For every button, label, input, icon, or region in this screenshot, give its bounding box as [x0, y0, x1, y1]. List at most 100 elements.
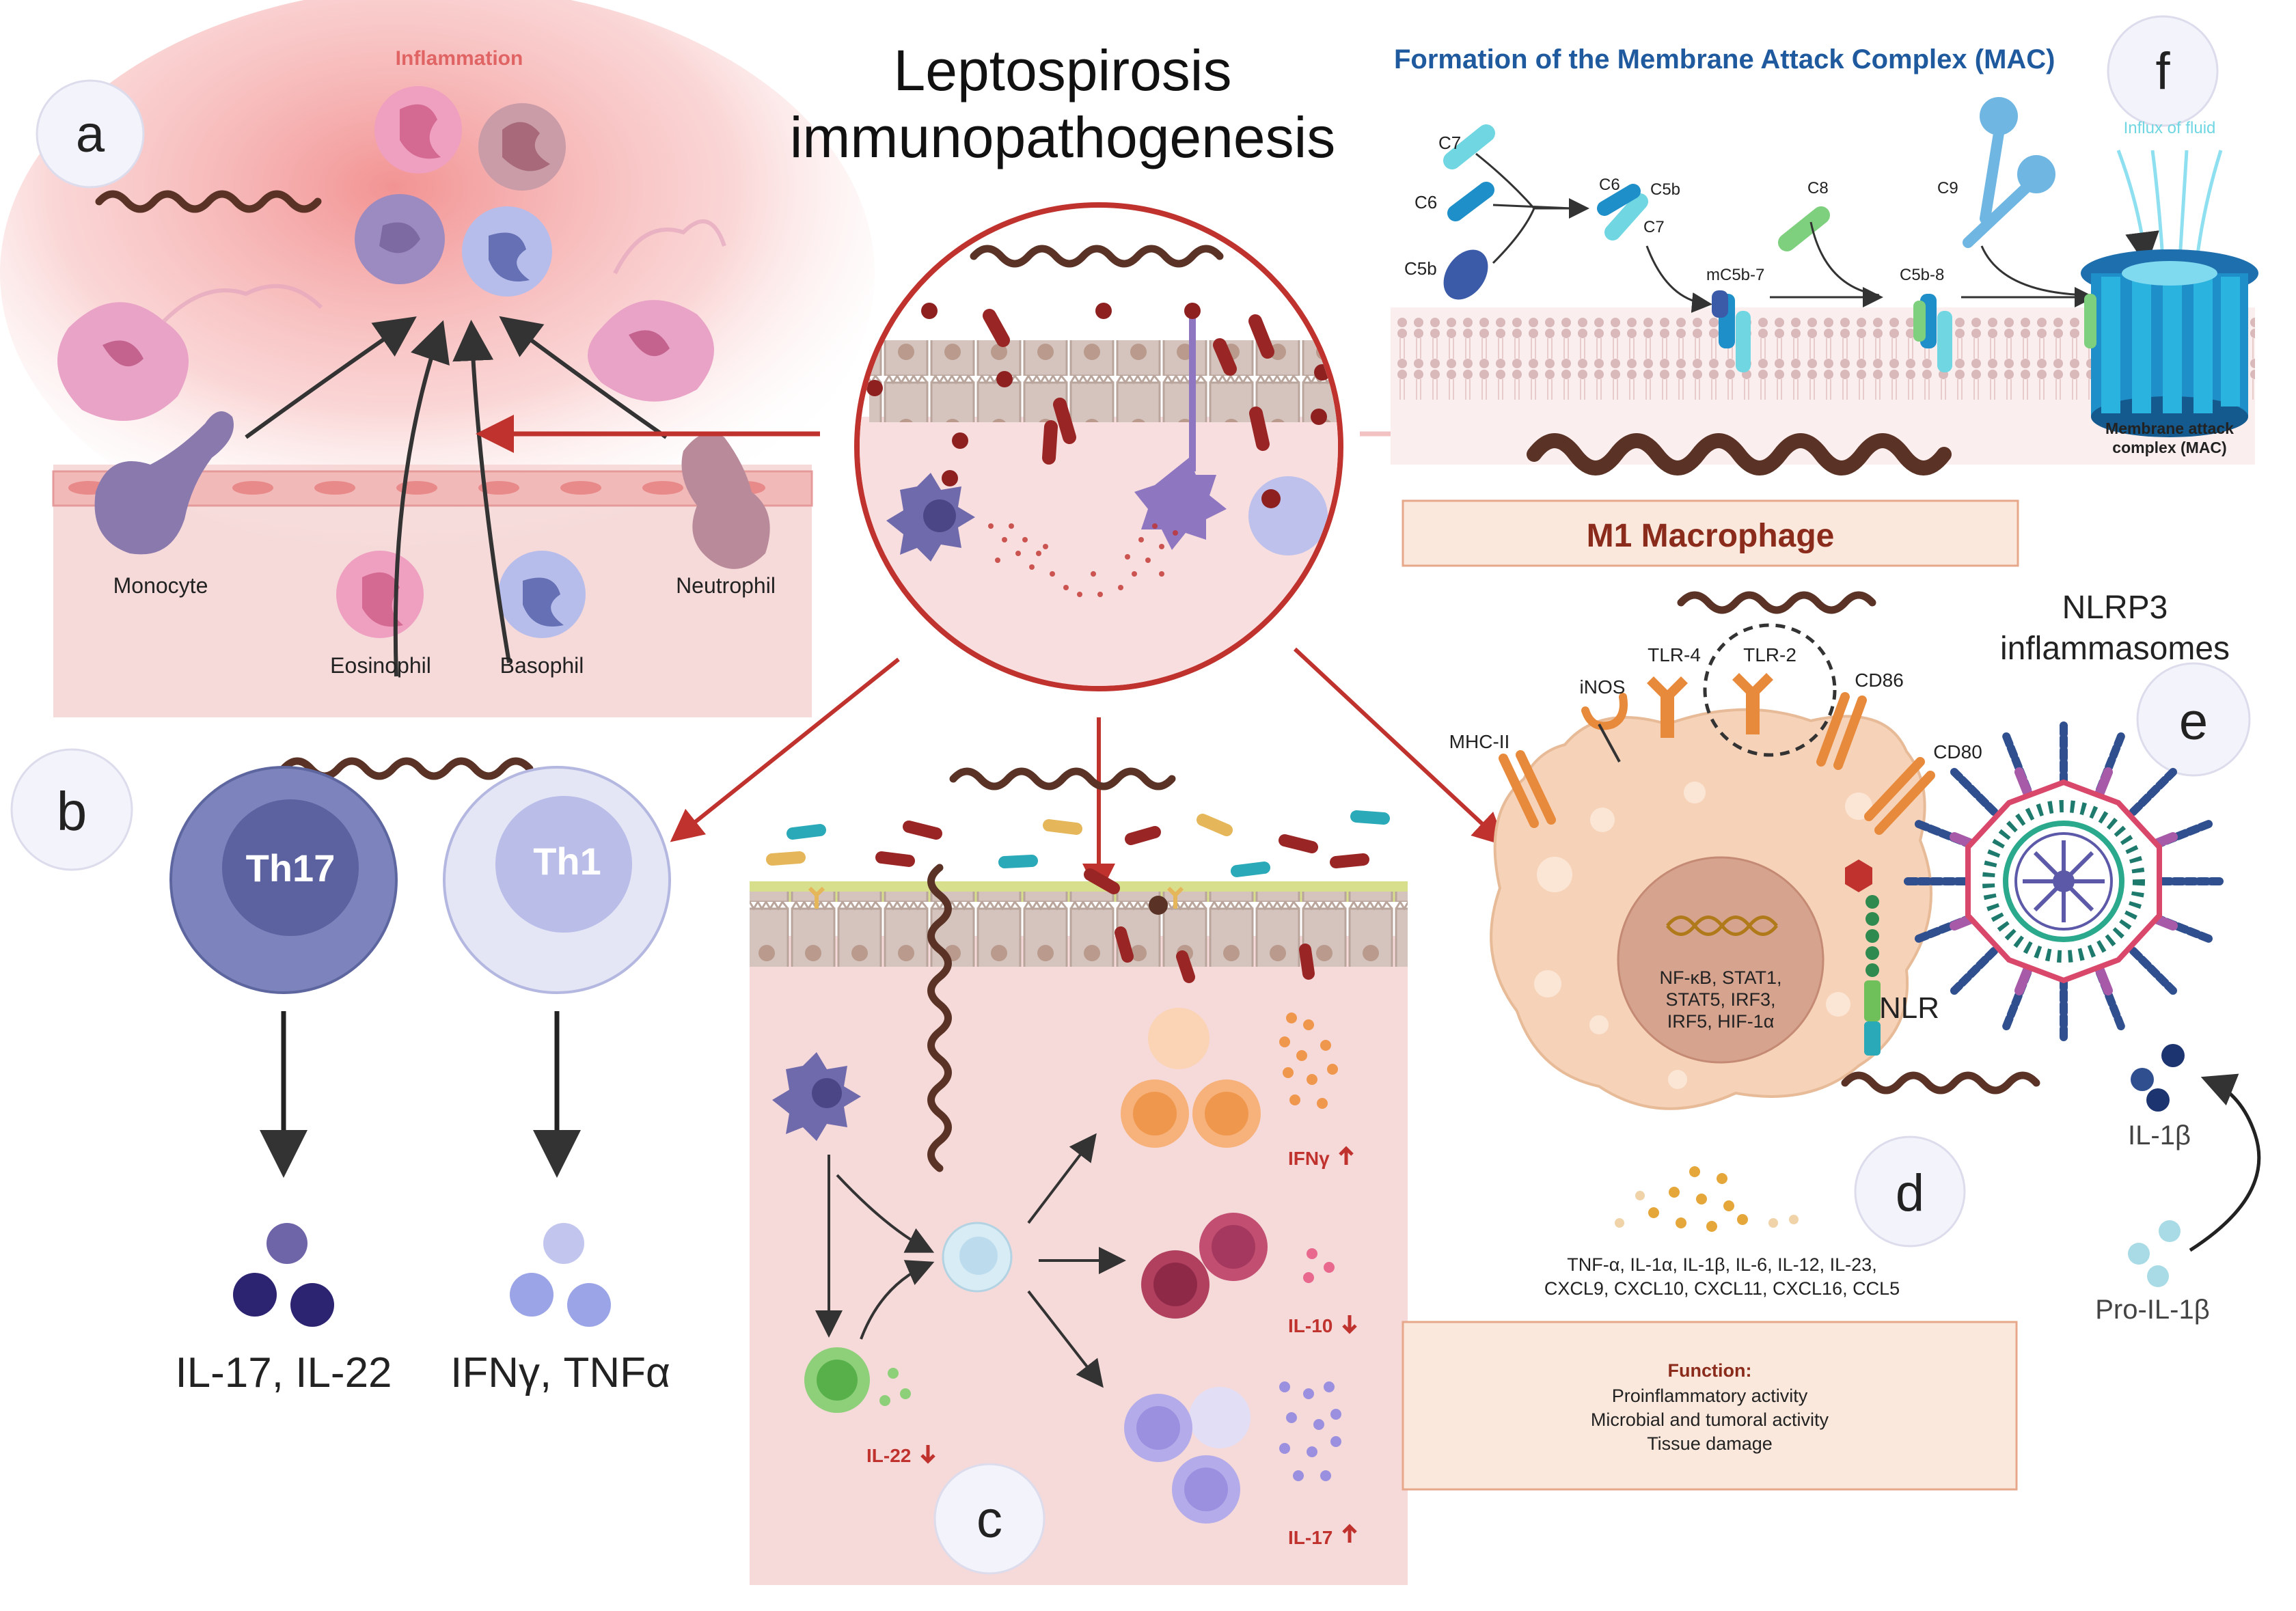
mac-pore	[2081, 249, 2258, 437]
panel-d-letter: d	[1896, 1164, 1924, 1222]
label-c7: C7	[1438, 133, 1461, 153]
panel-c-letter: c	[976, 1491, 1002, 1549]
mac-label-line2: complex (MAC)	[2112, 439, 2226, 456]
panel-b-letter: b	[57, 781, 87, 842]
arrow-monocyte-to-inflammation	[245, 316, 417, 439]
label-c6-complex: C6	[1599, 176, 1620, 194]
function-item-2: Microbial and tumoral activity	[1591, 1409, 1829, 1430]
pro-il1b-label: Pro-IL-1β	[2095, 1295, 2210, 1325]
large-spirochete	[1527, 433, 1952, 476]
inos-label: iNOS	[1580, 676, 1626, 698]
m1-macrophage-title-box	[1402, 499, 2019, 567]
monocyte-label: Monocyte	[113, 573, 208, 598]
function-title: Function:	[1668, 1360, 1752, 1381]
inos-receptor	[1581, 693, 1628, 730]
arrow-pro-il1b-to-il1b	[2189, 1073, 2261, 1252]
inflammation-label: Inflammation	[396, 47, 523, 70]
arrow-basophil-to-inflammation	[452, 320, 511, 663]
m1-macrophage-title: M1 Macrophage	[1587, 518, 1835, 554]
label-c7-complex: C7	[1643, 218, 1665, 236]
label-c5b-complex: C5b	[1650, 180, 1680, 199]
panel-e-letter: e	[2179, 693, 2208, 751]
eosinophil-label: Eosinophil	[330, 653, 431, 678]
panel-c: IFNγ IL-10 IL-17 IL-22 c	[750, 767, 1408, 1585]
title-line1: Leptospirosis	[894, 38, 1232, 102]
panel-a: Inflammation a Monocyte Eosinophil	[0, 0, 875, 717]
tlr4-label: TLR-4	[1648, 644, 1701, 665]
tlr4-receptor	[1647, 676, 1688, 738]
neutrophil-transmigrating	[681, 432, 770, 569]
arrow-neutrophil-to-inflammation	[499, 316, 668, 439]
panel-d: M1 Macrophage NF-κB, STAT1, STAT5, IRF3,…	[1402, 499, 2040, 1491]
label-mc5b7: mC5b-7	[1706, 266, 1764, 284]
macrophage-small	[1248, 476, 1328, 555]
basophil-label: Basophil	[500, 653, 584, 678]
panel-e: NLRP3 inflammasomes e	[1902, 590, 2261, 1325]
label-c5b: C5b	[1404, 258, 1437, 279]
th17-effector-cell	[1189, 1387, 1250, 1448]
nlrp3-title-line2: inflammasomes	[2000, 631, 2230, 667]
nlrp3-title-line1: NLRP3	[2062, 590, 2168, 626]
tlr2-label: TLR-2	[1743, 644, 1796, 665]
th17-cytokines: IL-17, IL-22	[175, 1349, 392, 1396]
function-item-3: Tissue damage	[1647, 1433, 1773, 1454]
nucleus-line2: STAT5, IRF3,	[1665, 989, 1775, 1010]
nlrp3-inflammasome	[1902, 720, 2225, 1043]
macrophage-nucleus	[1617, 856, 1824, 1064]
spirochete	[949, 767, 1176, 790]
mhc2-label: MHC-II	[1449, 731, 1510, 752]
panel-f-letter: f	[2155, 42, 2170, 100]
mac-title: Formation of the Membrane Attack Complex…	[1394, 44, 2055, 74]
th17-label: Th17	[246, 846, 336, 890]
label-c6: C6	[1414, 192, 1437, 212]
nlr-label: NLR	[1879, 991, 1939, 1025]
title-line2: immunopathogenesis	[790, 105, 1336, 169]
label-c5b8: C5b-8	[1900, 266, 1944, 284]
mac-label-line1: Membrane attack	[2105, 419, 2234, 437]
th1-label: Th1	[533, 840, 601, 883]
cytokine-list-line2: CXCL9, CXCL10, CXCL11, CXCL16, CCL5	[1544, 1278, 1900, 1299]
cd86-receptor	[1816, 692, 1850, 767]
mhc2-receptor	[1499, 754, 1539, 828]
il22-label: IL-22	[866, 1445, 911, 1466]
ifng-label: IFNγ	[1288, 1148, 1330, 1169]
panel-f-letter-bubble	[2107, 15, 2219, 127]
arrow-to-panel-d	[1293, 647, 1506, 846]
th1-effector-cell	[1148, 1008, 1210, 1069]
cd86-label: CD86	[1855, 670, 1904, 691]
nucleus-line3: IRF5, HIF-1α	[1667, 1011, 1775, 1032]
spirochete	[970, 245, 1224, 268]
spirochete	[95, 190, 322, 213]
panel-a-letter: a	[76, 105, 105, 163]
panel-b-letter-bubble	[10, 748, 133, 871]
il1b-label: IL-1β	[2128, 1120, 2191, 1151]
monocyte-transmigrating	[94, 411, 234, 555]
cd80-label: CD80	[1933, 741, 1982, 762]
label-c9: C9	[1937, 179, 1958, 197]
cd80-receptor	[1864, 757, 1925, 821]
arrow-to-panel-b	[670, 657, 900, 842]
influx-label: Influx of fluid	[2124, 119, 2216, 137]
tlr2-receptor	[1732, 673, 1773, 734]
tlr2-highlight	[1703, 623, 1837, 757]
panel-d-letter-bubble	[1854, 1135, 1966, 1248]
function-item-1: Proinflammatory activity	[1612, 1386, 1808, 1406]
central-infection-circle	[854, 202, 1343, 691]
th1-cytokines: IFNγ, TNFα	[450, 1349, 670, 1396]
il17-label: IL-17	[1288, 1527, 1332, 1548]
panel-b: b Th17 Th1 IL-17, IL-22 IFNγ, TNFα	[10, 748, 671, 1396]
spirochete	[1841, 1071, 2040, 1094]
neutrophil-label: Neutrophil	[676, 573, 776, 598]
panel-c-letter-bubble	[933, 1463, 1046, 1575]
function-box	[1402, 1321, 2018, 1491]
panel-f: Formation of the Membrane Attack Complex…	[1391, 15, 2258, 476]
arrow-eosinophil-to-inflammation	[393, 320, 450, 677]
il10-label: IL-10	[1288, 1315, 1332, 1336]
spirochete	[1677, 591, 1876, 614]
cytokine-list-line1: TNF-α, IL-1α, IL-1β, IL-6, IL-12, IL-23,	[1567, 1254, 1876, 1275]
panel-a-letter-bubble	[36, 79, 145, 189]
panel-e-letter-bubble	[2136, 662, 2251, 777]
nucleus-line1: NF-κB, STAT1,	[1659, 967, 1781, 988]
label-c8: C8	[1807, 179, 1829, 197]
